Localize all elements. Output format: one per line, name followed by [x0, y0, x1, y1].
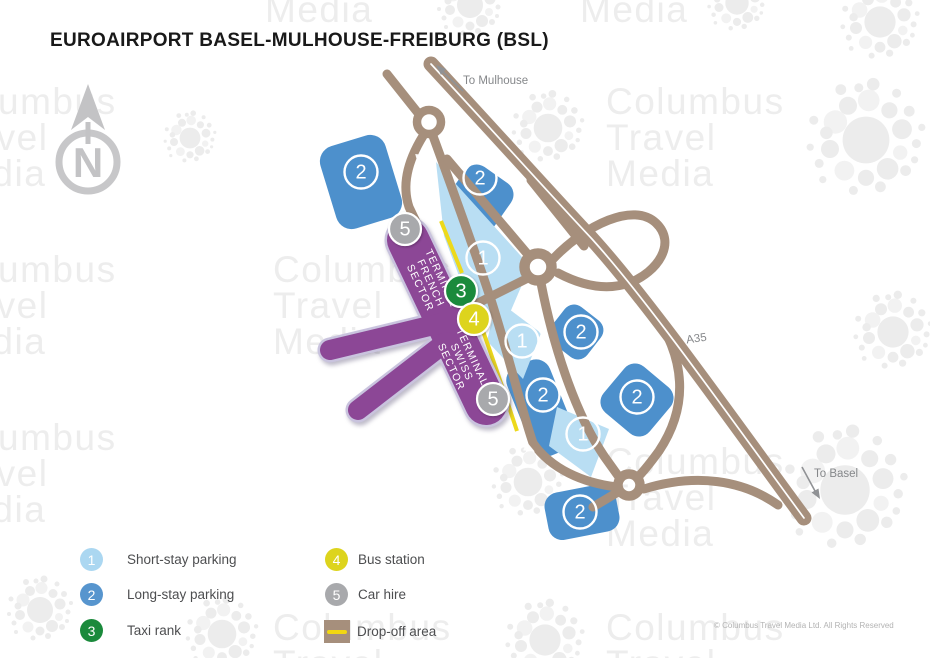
- svg-text:5: 5: [399, 219, 410, 241]
- legend-item-long-stay: 2 Long-stay parking: [80, 583, 234, 606]
- roundabout-south: [613, 469, 645, 501]
- long-stay-parking-area: [600, 363, 674, 437]
- to-mulhouse-arrow: [441, 70, 464, 92]
- legend-item-short-stay: 1 Short-stay parking: [80, 548, 237, 571]
- long-stay-marker: 2: [562, 494, 598, 530]
- to-basel-label: To Basel: [814, 468, 858, 480]
- svg-text:2: 2: [537, 385, 548, 407]
- svg-text:1: 1: [516, 331, 527, 353]
- legend-symbol: 3: [87, 622, 96, 639]
- legend-symbol: 5: [332, 586, 341, 603]
- motorway-a35-centerline: [430, 63, 805, 519]
- road-roundabout-link: [465, 274, 531, 312]
- legend-item-drop-off: Drop-off area: [324, 620, 436, 643]
- short-stay-marker: 1: [465, 240, 501, 276]
- road-roundabout-link: [536, 278, 624, 482]
- svg-text:3: 3: [455, 281, 466, 303]
- page-title: EUROAIRPORT BASEL-MULHOUSE-FREIBURG (BSL…: [50, 30, 549, 51]
- drop-off-legend-icon: [324, 620, 350, 643]
- svg-text:2: 2: [575, 322, 586, 344]
- road-access-west: [401, 131, 428, 233]
- interchange-loop-road: [547, 210, 670, 292]
- legend-symbol: 1: [87, 551, 96, 568]
- legend-item-car-hire: 5 Car hire: [325, 583, 406, 606]
- roundabout-small: [412, 105, 446, 139]
- road-roundabout-link: [442, 154, 535, 262]
- terminal-pier: [320, 312, 456, 360]
- svg-text:2: 2: [574, 502, 585, 524]
- terminal-pier: [348, 332, 456, 420]
- roundabout-center: [519, 248, 557, 286]
- legend-label: Taxi rank: [127, 623, 182, 638]
- bus-station-marker: 4: [456, 301, 492, 337]
- short-stay-parking-area: [549, 407, 609, 477]
- one-way-arrow-icon: [535, 324, 545, 337]
- legend-label: Short-stay parking: [127, 552, 237, 567]
- road-parking-stub: [588, 487, 623, 512]
- legend-item-bus-station: 4 Bus station: [325, 548, 425, 571]
- legend-item-taxi-rank: 3 Taxi rank: [80, 619, 181, 642]
- taxi-rank-marker: 3: [443, 273, 479, 309]
- bus-station-legend-icon: 4: [325, 548, 348, 571]
- road-network: [382, 56, 812, 526]
- legend-symbol: 2: [87, 586, 96, 603]
- svg-text:2: 2: [631, 387, 642, 409]
- compass: N: [55, 84, 121, 195]
- copyright-notice: © Columbus Travel Media Ltd. All Rights …: [714, 621, 894, 630]
- legend-symbol: 4: [332, 551, 341, 568]
- road-local: [382, 69, 423, 118]
- car-hire-marker: 5: [475, 381, 511, 417]
- road-dropoff: [428, 131, 622, 492]
- svg-text:1: 1: [477, 248, 488, 270]
- map-markers: 2 2 2 2 2 2 1 1 1 5 5 3 4: [343, 154, 655, 530]
- taxi-rank-legend-icon: 3: [80, 619, 103, 642]
- legend-label: Drop-off area: [357, 624, 437, 639]
- compass-needle-icon: [71, 84, 105, 130]
- compass-north-label: N: [73, 139, 103, 186]
- to-basel-arrowhead-icon: [811, 488, 820, 499]
- road-to-a35: [639, 475, 783, 510]
- car-hire-marker: 5: [387, 211, 423, 247]
- legend-label: Bus station: [358, 552, 425, 567]
- to-mulhouse-arrowhead-icon: [436, 65, 446, 75]
- short-stay-marker: 1: [565, 416, 601, 452]
- svg-text:5: 5: [487, 389, 498, 411]
- one-way-arrow-icon: [426, 153, 437, 166]
- long-stay-marker: 2: [563, 314, 599, 350]
- legend-label: Long-stay parking: [127, 587, 235, 602]
- long-stay-marker: 2: [525, 377, 561, 413]
- map-labels: To Mulhouse To Basel A35: [436, 65, 858, 499]
- short-stay-marker: 1: [504, 323, 540, 359]
- drop-off-line-glyph: [327, 629, 347, 634]
- a35-road-label: A35: [686, 332, 708, 347]
- terminal-building: [317, 216, 510, 428]
- svg-text:4: 4: [468, 309, 479, 331]
- short-stay-legend-icon: 1: [80, 548, 103, 571]
- one-way-arrow-icon: [523, 442, 535, 452]
- car-hire-legend-icon: 5: [325, 583, 348, 606]
- long-stay-marker: 2: [619, 379, 655, 415]
- svg-text:1: 1: [577, 424, 588, 446]
- dropoff-line: [439, 220, 464, 274]
- long-stay-marker: 2: [462, 160, 498, 196]
- long-stay-marker: 2: [343, 154, 379, 190]
- legend-label: Car hire: [358, 587, 407, 602]
- one-way-arrow-icon: [415, 153, 425, 166]
- one-way-arrows: [415, 153, 545, 452]
- long-stay-parking-area: [319, 134, 403, 230]
- to-mulhouse-label: To Mulhouse: [463, 75, 528, 87]
- svg-text:2: 2: [474, 168, 485, 190]
- long-stay-legend-icon: 2: [80, 583, 103, 606]
- svg-text:2: 2: [355, 162, 366, 184]
- to-basel-arrow: [801, 466, 816, 492]
